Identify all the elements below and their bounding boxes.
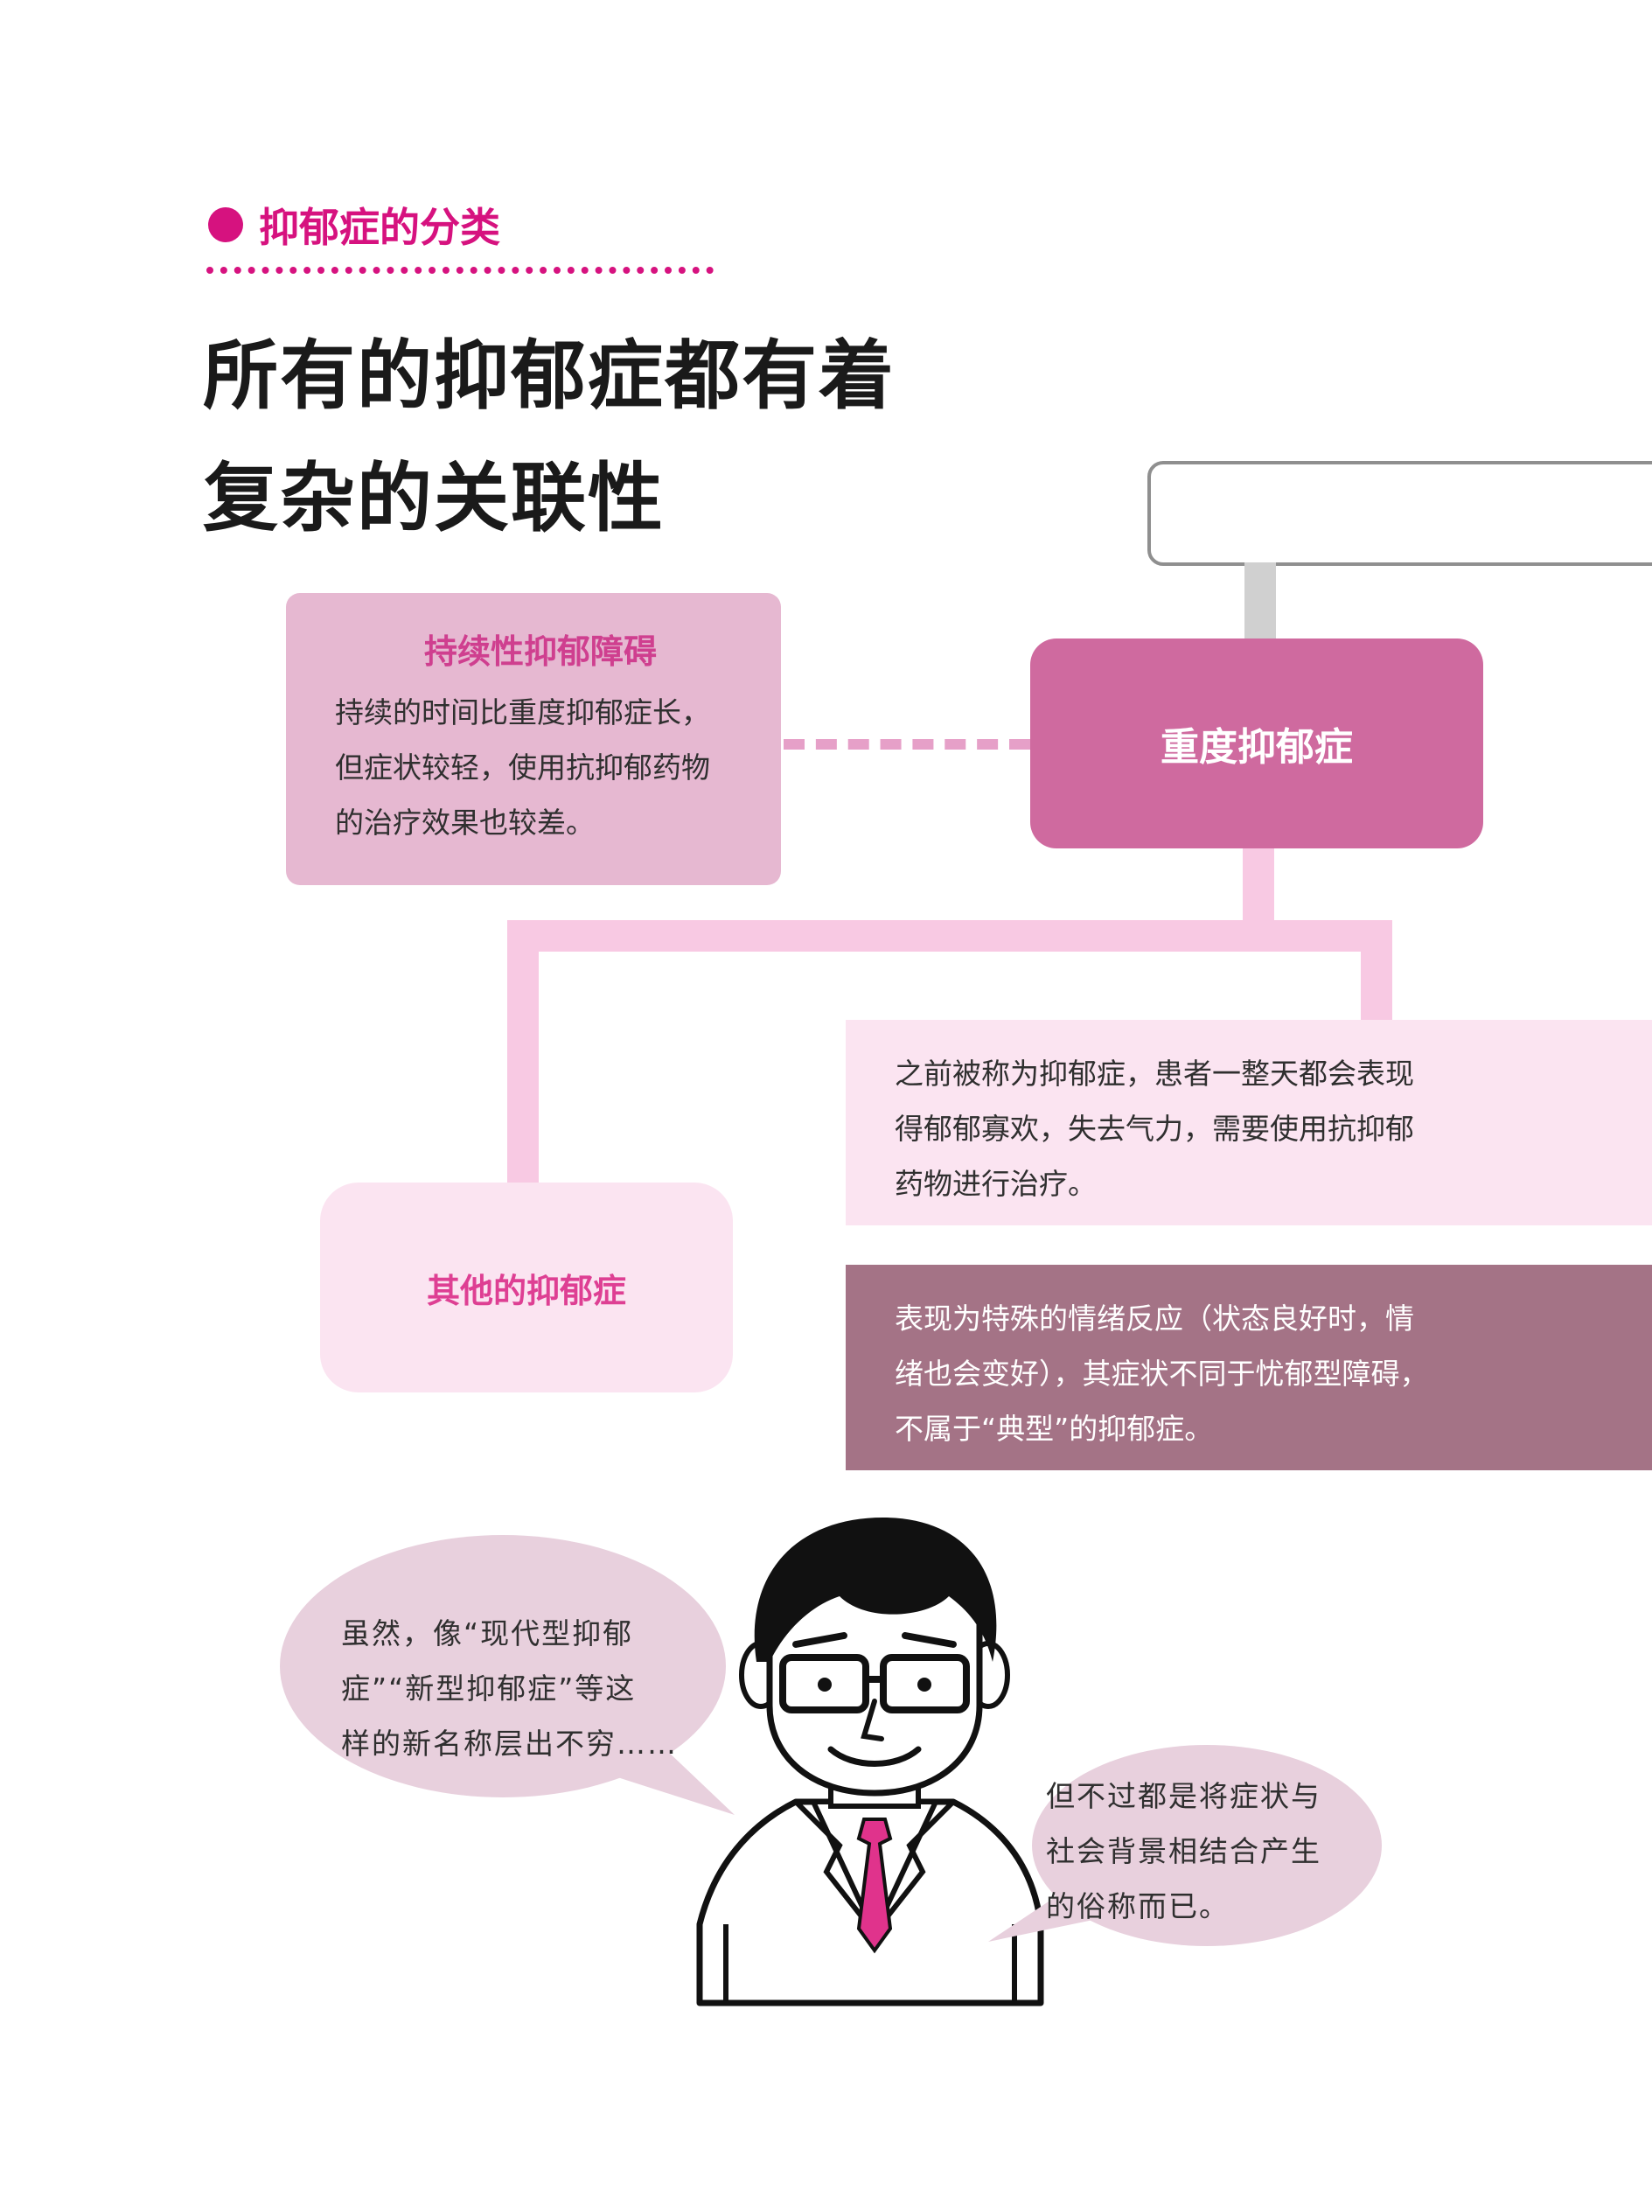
dotted-divider bbox=[206, 267, 714, 274]
major-description-line: 得郁郁寡欢，失去气力，需要使用抗抑郁 bbox=[895, 1112, 1414, 1146]
section-label: 抑郁症的分类 bbox=[259, 204, 500, 251]
glasses-icon bbox=[779, 1654, 869, 1713]
bubble-right-text: 但不过都是将症状与 社会背景相结合产生 的俗称而已。 bbox=[1046, 1769, 1321, 1934]
speech-bubble-left bbox=[280, 1535, 735, 1815]
doctor-illustration bbox=[696, 1518, 1044, 2006]
persistent-line: 持续的时间比重度抑郁症长， bbox=[335, 695, 710, 729]
atypical-description-line: 绪也会变好），其症状不同于忧郁型障碍， bbox=[895, 1357, 1429, 1391]
title-line-1: 所有的抑郁症都有着 bbox=[203, 331, 896, 420]
tree-connector-stem bbox=[1243, 848, 1274, 920]
bubble-left-line: 虽然，像“现代型抑郁 bbox=[341, 1616, 634, 1650]
other-depression-label: 其他的抑郁症 bbox=[426, 1271, 626, 1310]
bubble-right-line: 社会背景相结合产生 bbox=[1046, 1834, 1321, 1868]
dashed-connector bbox=[784, 739, 1030, 750]
major-description-box: 之前被称为抑郁症，患者一整天都会表现 得郁郁寡欢，失去气力，需要使用抗抑郁 药物… bbox=[846, 1020, 1652, 1225]
bubble-left-line: 症”“新型抑郁症”等这 bbox=[341, 1671, 637, 1706]
parent-connector bbox=[1244, 562, 1276, 643]
speech-bubble-right bbox=[988, 1745, 1382, 1946]
major-depression-box: 重度抑郁症 bbox=[1030, 638, 1483, 848]
tie-shape bbox=[856, 1818, 893, 1954]
bubble-left-line: 样的新名称层出不穷…… bbox=[341, 1727, 678, 1761]
tree-connector-right bbox=[1361, 920, 1392, 1020]
section-header: 抑郁症的分类 bbox=[208, 194, 500, 255]
atypical-description-line: 表现为特殊的情绪反应（状态良好时，情 bbox=[895, 1301, 1414, 1336]
parent-category-box bbox=[1147, 461, 1652, 566]
tree-connector-bar bbox=[507, 920, 1392, 952]
persistent-line: 但症状较轻，使用抗抑郁药物 bbox=[335, 750, 710, 785]
persistent-heading: 持续性抑郁障碍 bbox=[423, 632, 657, 671]
bubble-right-line: 但不过都是将症状与 bbox=[1046, 1779, 1321, 1813]
bullet-dot-icon bbox=[208, 207, 243, 242]
tree-connector-left bbox=[507, 920, 539, 1183]
persistent-line: 的治疗效果也较差。 bbox=[335, 806, 595, 840]
bubble-right-line: 的俗称而已。 bbox=[1046, 1889, 1230, 1923]
major-depression-label: 重度抑郁症 bbox=[1161, 725, 1353, 770]
major-description-line: 药物进行治疗。 bbox=[895, 1167, 1097, 1201]
title-line-2: 复杂的关联性 bbox=[203, 454, 665, 542]
atypical-description-box: 表现为特殊的情绪反应（状态良好时，情 绪也会变好），其症状不同于忧郁型障碍， 不… bbox=[846, 1265, 1652, 1470]
page-title: 所有的抑郁症都有着 复杂的关联性 bbox=[203, 315, 896, 560]
atypical-description-line: 不属于“典型”的抑郁症。 bbox=[895, 1412, 1214, 1446]
major-description-line: 之前被称为抑郁症，患者一整天都会表现 bbox=[895, 1057, 1414, 1091]
other-depression-box: 其他的抑郁症 bbox=[320, 1183, 733, 1392]
persistent-disorder-box: 持续性抑郁障碍 持续的时间比重度抑郁症长， 但症状较轻，使用抗抑郁药物 的治疗效… bbox=[286, 593, 781, 885]
bubble-left-text: 虽然，像“现代型抑郁 症”“新型抑郁症”等这 样的新名称层出不穷…… bbox=[341, 1606, 678, 1771]
